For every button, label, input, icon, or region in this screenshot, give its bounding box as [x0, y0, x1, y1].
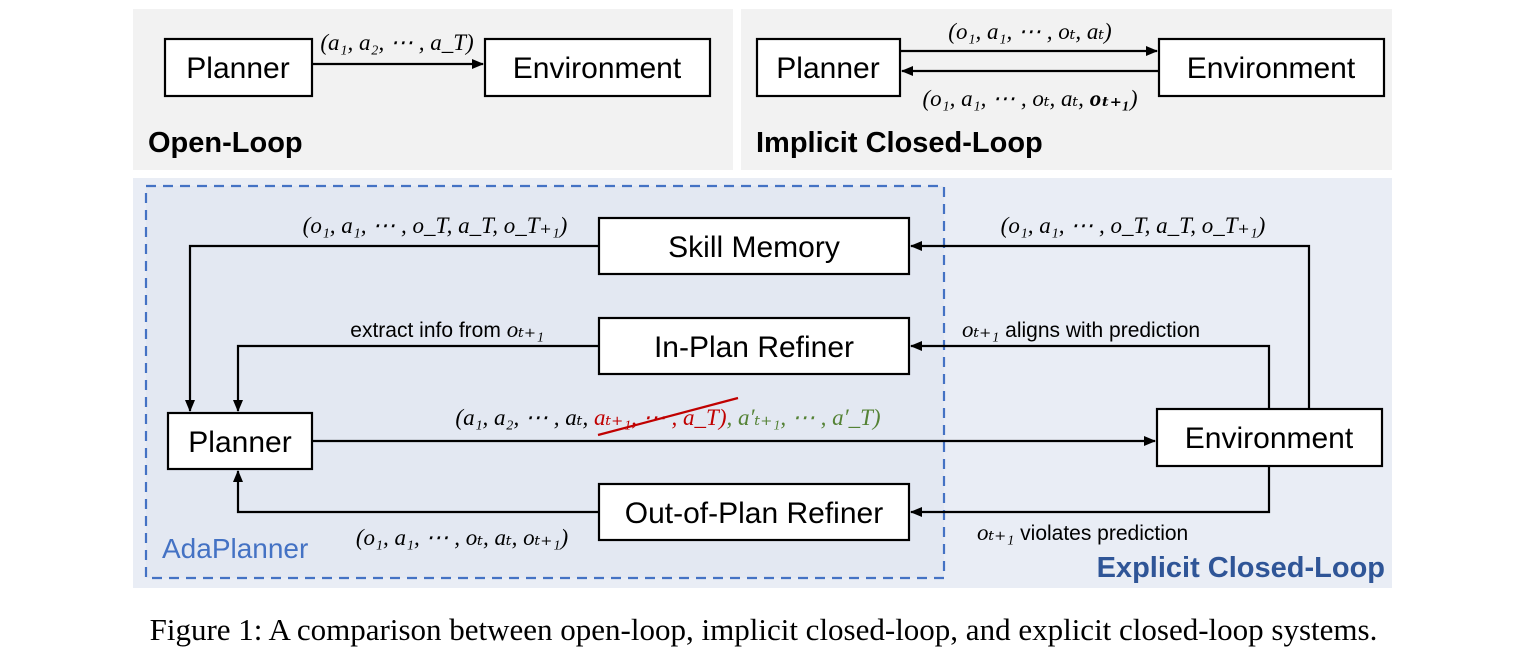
implicit-environment-box — [1157, 37, 1386, 98]
plan-edge-label: (a₁, a₂, ⋯ , aₜ, aₜ₊₁, ⋯ , a_T), a′ₜ₊₁, … — [455, 405, 880, 430]
open-loop-planner-label: Planner — [186, 52, 289, 85]
in-plan-refiner-to-planner-arrow — [233, 344, 599, 412]
explicit-planner-box — [166, 411, 314, 471]
env-to-skill-memory-arrow — [910, 241, 1311, 409]
explicit-title: Explicit Closed-Loop — [1097, 552, 1385, 584]
open-loop-planner-box — [163, 37, 314, 98]
plan-edge-struck: aₜ₊₁, ⋯ , a_T — [594, 405, 721, 430]
in-plan-refiner-to-planner-label: extract info from oₜ₊₁ — [350, 317, 544, 342]
skill-memory-label: Skill Memory — [668, 231, 840, 264]
env-to-in-plan-refiner-label: oₜ₊₁ aligns with prediction — [962, 317, 1200, 342]
skill-memory-box — [597, 216, 911, 276]
out-of-plan-refiner-box — [597, 482, 911, 542]
out-of-plan-refiner-to-planner-arrow — [233, 470, 599, 514]
plan-edge-revised: , a′ₜ₊₁, ⋯ , a′_T) — [727, 405, 881, 430]
explicit-closed-loop-panel: AdaPlanner Explicit Closed-Loop Skill Me… — [133, 178, 1392, 588]
implicit-top-edge-label: (o₁, a₁, ⋯ , oₜ, aₜ) — [948, 19, 1111, 44]
out-of-plan-refiner-to-planner-label: (o₁, a₁, ⋯ , oₜ, aₜ, oₜ₊₁) — [356, 525, 568, 550]
implicit-bottom-edge-label: (o₁, a₁, ⋯ , oₜ, aₜ, oₜ₊₁) — [922, 86, 1137, 111]
explicit-environment-label: Environment — [1185, 422, 1354, 455]
open-loop-plan-edge-label: (a₁, a₂, ⋯ , a_T) — [320, 30, 473, 55]
strike-through-line — [597, 396, 739, 437]
implicit-planner-label: Planner — [776, 52, 879, 85]
open-loop-panel: Planner Environment (a₁, a₂, ⋯ , a_T) Op… — [133, 9, 733, 170]
skill-memory-to-planner-label: (o₁, a₁, ⋯ , o_T, a_T, o_T₊₁) — [303, 213, 568, 238]
plan-edge-kept: (a₁, a₂, ⋯ , aₜ, — [455, 405, 594, 430]
adaplanner-label: AdaPlanner — [162, 533, 308, 564]
env-to-skill-memory-label: (o₁, a₁, ⋯ , o_T, a_T, o_T₊₁) — [1001, 213, 1266, 238]
implicit-environment-label: Environment — [1187, 52, 1356, 85]
explicit-planner-label: Planner — [188, 426, 291, 459]
open-loop-title: Open-Loop — [148, 127, 303, 159]
env-to-out-of-plan-refiner-arrow — [910, 466, 1271, 517]
explicit-environment-box — [1155, 407, 1384, 468]
implicit-title: Implicit Closed-Loop — [756, 127, 1043, 159]
open-loop-environment-box — [483, 37, 712, 98]
in-plan-refiner-label: In-Plan Refiner — [654, 331, 854, 364]
implicit-planner-box — [755, 37, 902, 98]
env-to-in-plan-refiner-arrow — [910, 341, 1271, 409]
implicit-closed-loop-panel: Planner Environment (o₁, a₁, ⋯ , oₜ, aₜ)… — [741, 9, 1392, 170]
open-loop-environment-label: Environment — [513, 52, 682, 85]
figure-caption: Figure 1: A comparison between open-loop… — [149, 612, 1378, 647]
skill-memory-to-planner-arrow — [185, 244, 599, 412]
out-of-plan-refiner-label: Out-of-Plan Refiner — [625, 497, 883, 530]
env-to-out-of-plan-refiner-label: oₜ₊₁ violates prediction — [977, 520, 1188, 545]
